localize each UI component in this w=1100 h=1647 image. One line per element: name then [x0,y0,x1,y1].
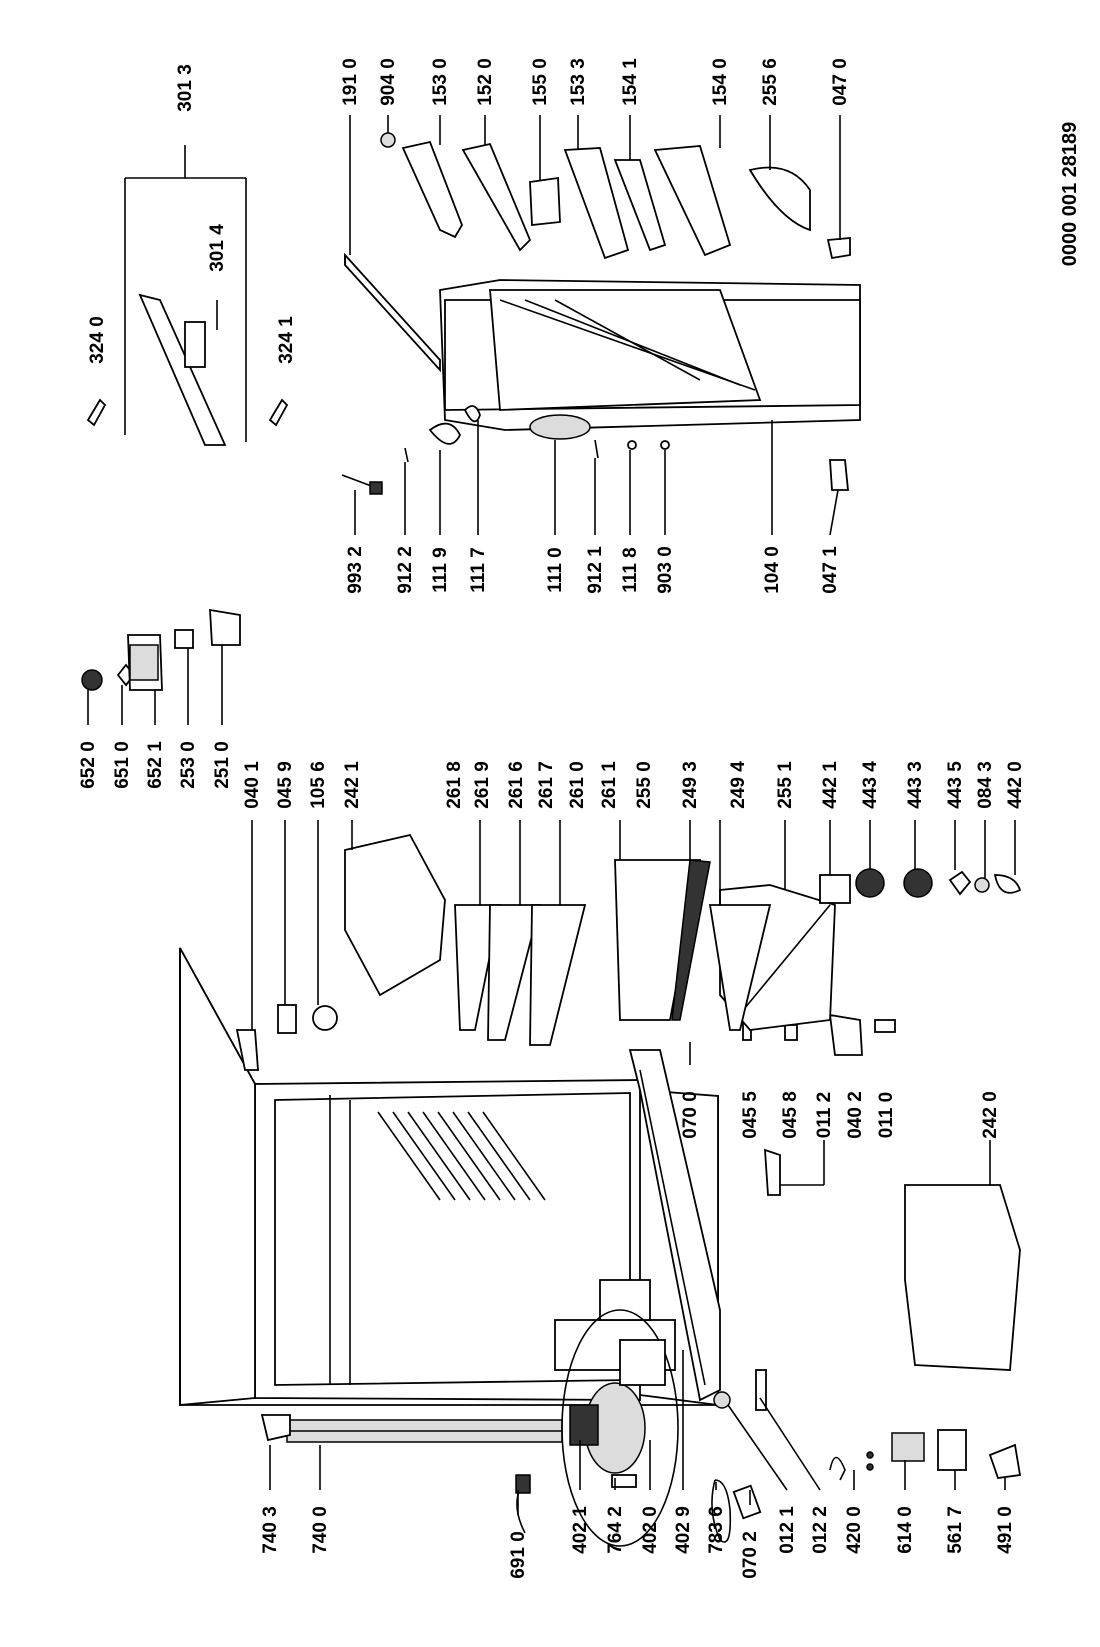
label-084-3: 084 3 [975,761,996,809]
label-012-1: 012 1 [777,1506,798,1554]
label-154-0: 154 0 [710,58,731,106]
label-242-1: 242 1 [342,761,363,809]
label-324-0: 324 0 [87,316,108,364]
label-651-0: 651 0 [112,741,133,789]
label-691-0: 691 0 [508,1531,529,1579]
label-764-2: 764 2 [605,1506,626,1554]
label-045-8: 045 8 [780,1091,801,1139]
thermostat-parts [81,608,241,691]
small-parts-bottom-left [515,1369,1022,1543]
label-104-0: 104 0 [762,546,783,594]
document-reference: 0000 001 28189 [1059,122,1081,267]
label-614-0: 614 0 [895,1506,916,1554]
label-249-4: 249 4 [728,761,749,809]
label-904-0: 904 0 [378,58,399,106]
label-070-0: 070 0 [680,1091,701,1139]
label-402-0: 402 0 [640,1506,661,1554]
label-443-5: 443 5 [945,761,966,809]
label-249-3: 249 3 [680,761,701,809]
fan-parts [819,868,1022,904]
label-242-0: 242 0 [980,1091,1001,1139]
label-261-7: 261 7 [536,761,557,809]
label-012-2: 012 2 [810,1506,831,1554]
label-011-0: 011 0 [876,1092,897,1139]
label-261-8: 261 8 [444,761,465,809]
label-402-9: 402 9 [673,1506,694,1554]
label-442-0: 442 0 [1005,761,1026,809]
door-gasket-191 [344,252,441,373]
label-993-2: 993 2 [345,546,366,594]
door-hardware [341,405,849,495]
label-111-0: 111 0 [545,547,566,592]
label-261-1: 261 1 [599,761,620,809]
label-154-1: 154 1 [620,58,641,106]
label-155-0: 155 0 [530,58,551,106]
label-251-0: 251 0 [212,741,233,789]
fridge-door [439,279,861,431]
label-912-2: 912 2 [395,546,416,594]
label-111-9: 111 9 [430,547,451,592]
label-261-0: 261 0 [567,761,588,809]
fridge-cabinet [179,947,721,1407]
label-191-0: 191 0 [340,58,361,106]
label-047-0: 047 0 [830,58,851,106]
label-652-1: 652 1 [145,741,166,789]
label-111-8: 111 8 [620,547,641,592]
label-420-0: 420 0 [844,1506,865,1554]
condenser-coil [260,1414,563,1443]
label-255-6: 255 6 [760,58,781,106]
label-111-7: 111 7 [468,547,489,592]
label-261-6: 261 6 [506,761,527,809]
leader-lines [87,115,1016,1515]
label-152-0: 152 0 [475,58,496,106]
top-cover-parts [86,145,289,446]
label-402-1: 402 1 [570,1506,591,1554]
crisper-drawer-bottom [904,1184,1021,1371]
door-handle [529,414,591,440]
label-040-2: 040 2 [845,1091,866,1139]
label-903-0: 903 0 [655,546,676,594]
label-047-1: 047 1 [820,546,841,594]
label-652-0: 652 0 [78,741,99,789]
label-740-0: 740 0 [310,1506,331,1554]
cabinet-shelf-rails [377,1111,546,1201]
label-040-1: 040 1 [242,761,263,809]
label-255-1: 255 1 [775,761,796,809]
part-labels: 740 3 740 0 691 0 402 1 764 2 402 0 402 … [78,58,1026,1579]
label-045-5: 045 5 [740,1091,761,1139]
label-105-6: 105 6 [308,761,329,809]
label-253-0: 253 0 [178,741,199,789]
label-153-0: 153 0 [430,58,451,106]
label-324-1: 324 1 [276,316,297,364]
label-301-3: 301 3 [175,64,196,112]
compressor-assembly [561,1309,679,1547]
label-442-1: 442 1 [820,761,841,809]
label-153-3: 153 3 [568,58,589,106]
freezer-drawer-and-shelves [344,833,836,1046]
label-783-6: 783 6 [706,1506,727,1554]
door-balconies [380,132,851,260]
label-070-2: 070 2 [740,1531,761,1579]
label-740-3: 740 3 [260,1506,281,1554]
label-491-0: 491 0 [995,1506,1016,1554]
label-912-1: 912 1 [585,546,606,594]
label-011-2: 011 2 [814,1092,835,1139]
label-443-4: 443 4 [860,761,881,809]
label-261-9: 261 9 [472,761,493,809]
label-301-4: 301 4 [207,224,228,272]
label-045-9: 045 9 [275,761,296,809]
label-443-3: 443 3 [905,761,926,809]
label-561-7: 561 7 [945,1506,966,1554]
label-255-0: 255 0 [634,761,655,809]
